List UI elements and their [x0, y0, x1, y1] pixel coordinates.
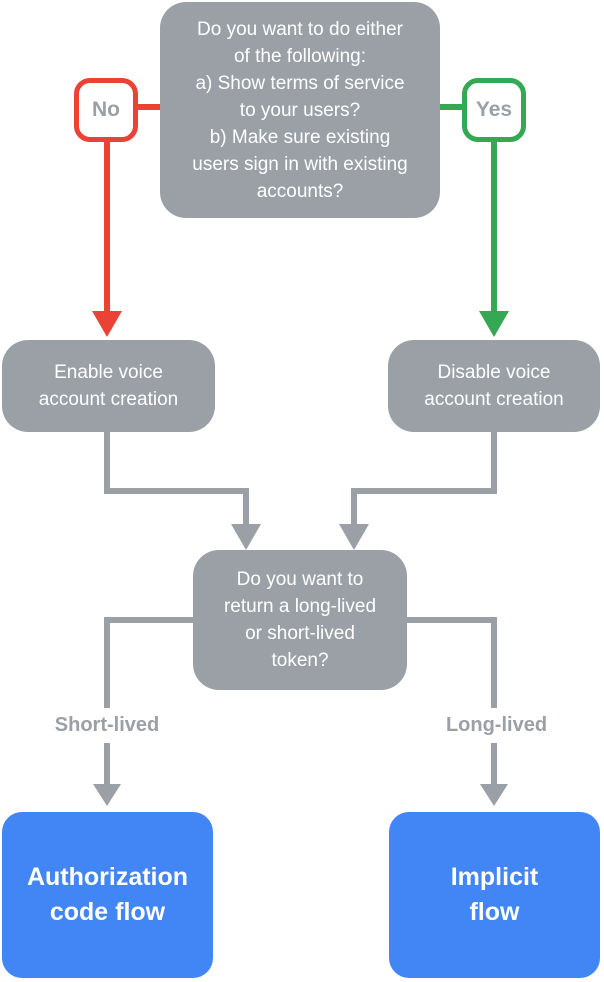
enable-voice-account-box: Enable voice account creation — [2, 340, 215, 432]
long-lived-vertical — [491, 617, 497, 785]
long-lived-arrowhead-icon — [480, 784, 508, 806]
disable-voice-account-text: Disable voice account creation — [424, 362, 564, 410]
yes-badge: Yes — [462, 78, 526, 142]
no-connector-vertical — [104, 142, 110, 312]
short-lived-arrowhead-icon — [93, 784, 121, 806]
enable-merge-vertical — [104, 432, 110, 494]
yes-connector-vertical — [491, 142, 497, 312]
authorization-code-flow-box: Authorization code flow — [2, 812, 213, 978]
authorization-code-flow-text: Authorization code flow — [26, 863, 189, 926]
no-badge: No — [74, 78, 138, 142]
disable-merge-vertical — [491, 432, 497, 494]
question-account-linking-text: Do you want to do either of the followin… — [192, 18, 408, 202]
enable-merge-drop — [243, 488, 249, 526]
short-lived-label-text: Short-lived — [54, 714, 160, 736]
no-badge-label: No — [92, 98, 120, 121]
implicit-flow-box: Implicit flow — [389, 812, 600, 978]
question-token-text: Do you want to return a long-lived or sh… — [223, 569, 377, 671]
disable-merge-horizontal — [351, 488, 497, 494]
yes-badge-label: Yes — [475, 98, 513, 121]
question-token-box: Do you want to return a long-lived or sh… — [193, 550, 407, 690]
short-lived-horizontal — [104, 617, 193, 623]
yes-arrowhead-icon — [479, 311, 509, 337]
long-lived-label-text: Long-lived — [445, 714, 548, 736]
yes-connector-horizontal — [440, 104, 462, 110]
long-lived-label: Long-lived — [411, 708, 582, 743]
disable-voice-account-box: Disable voice account creation — [388, 340, 600, 432]
disable-merge-drop — [351, 488, 357, 526]
implicit-flow-text: Implicit flow — [450, 863, 539, 926]
enable-voice-account-text: Enable voice account creation — [38, 362, 179, 410]
short-lived-label: Short-lived — [22, 708, 192, 743]
no-arrowhead-icon — [92, 311, 122, 337]
enable-merge-arrowhead-icon — [231, 524, 261, 550]
short-lived-vertical — [104, 617, 110, 785]
enable-merge-horizontal — [104, 488, 249, 494]
question-account-linking-box: Do you want to do either of the followin… — [160, 2, 440, 218]
long-lived-horizontal — [407, 617, 497, 623]
no-connector-horizontal — [138, 104, 160, 110]
disable-merge-arrowhead-icon — [339, 524, 369, 550]
